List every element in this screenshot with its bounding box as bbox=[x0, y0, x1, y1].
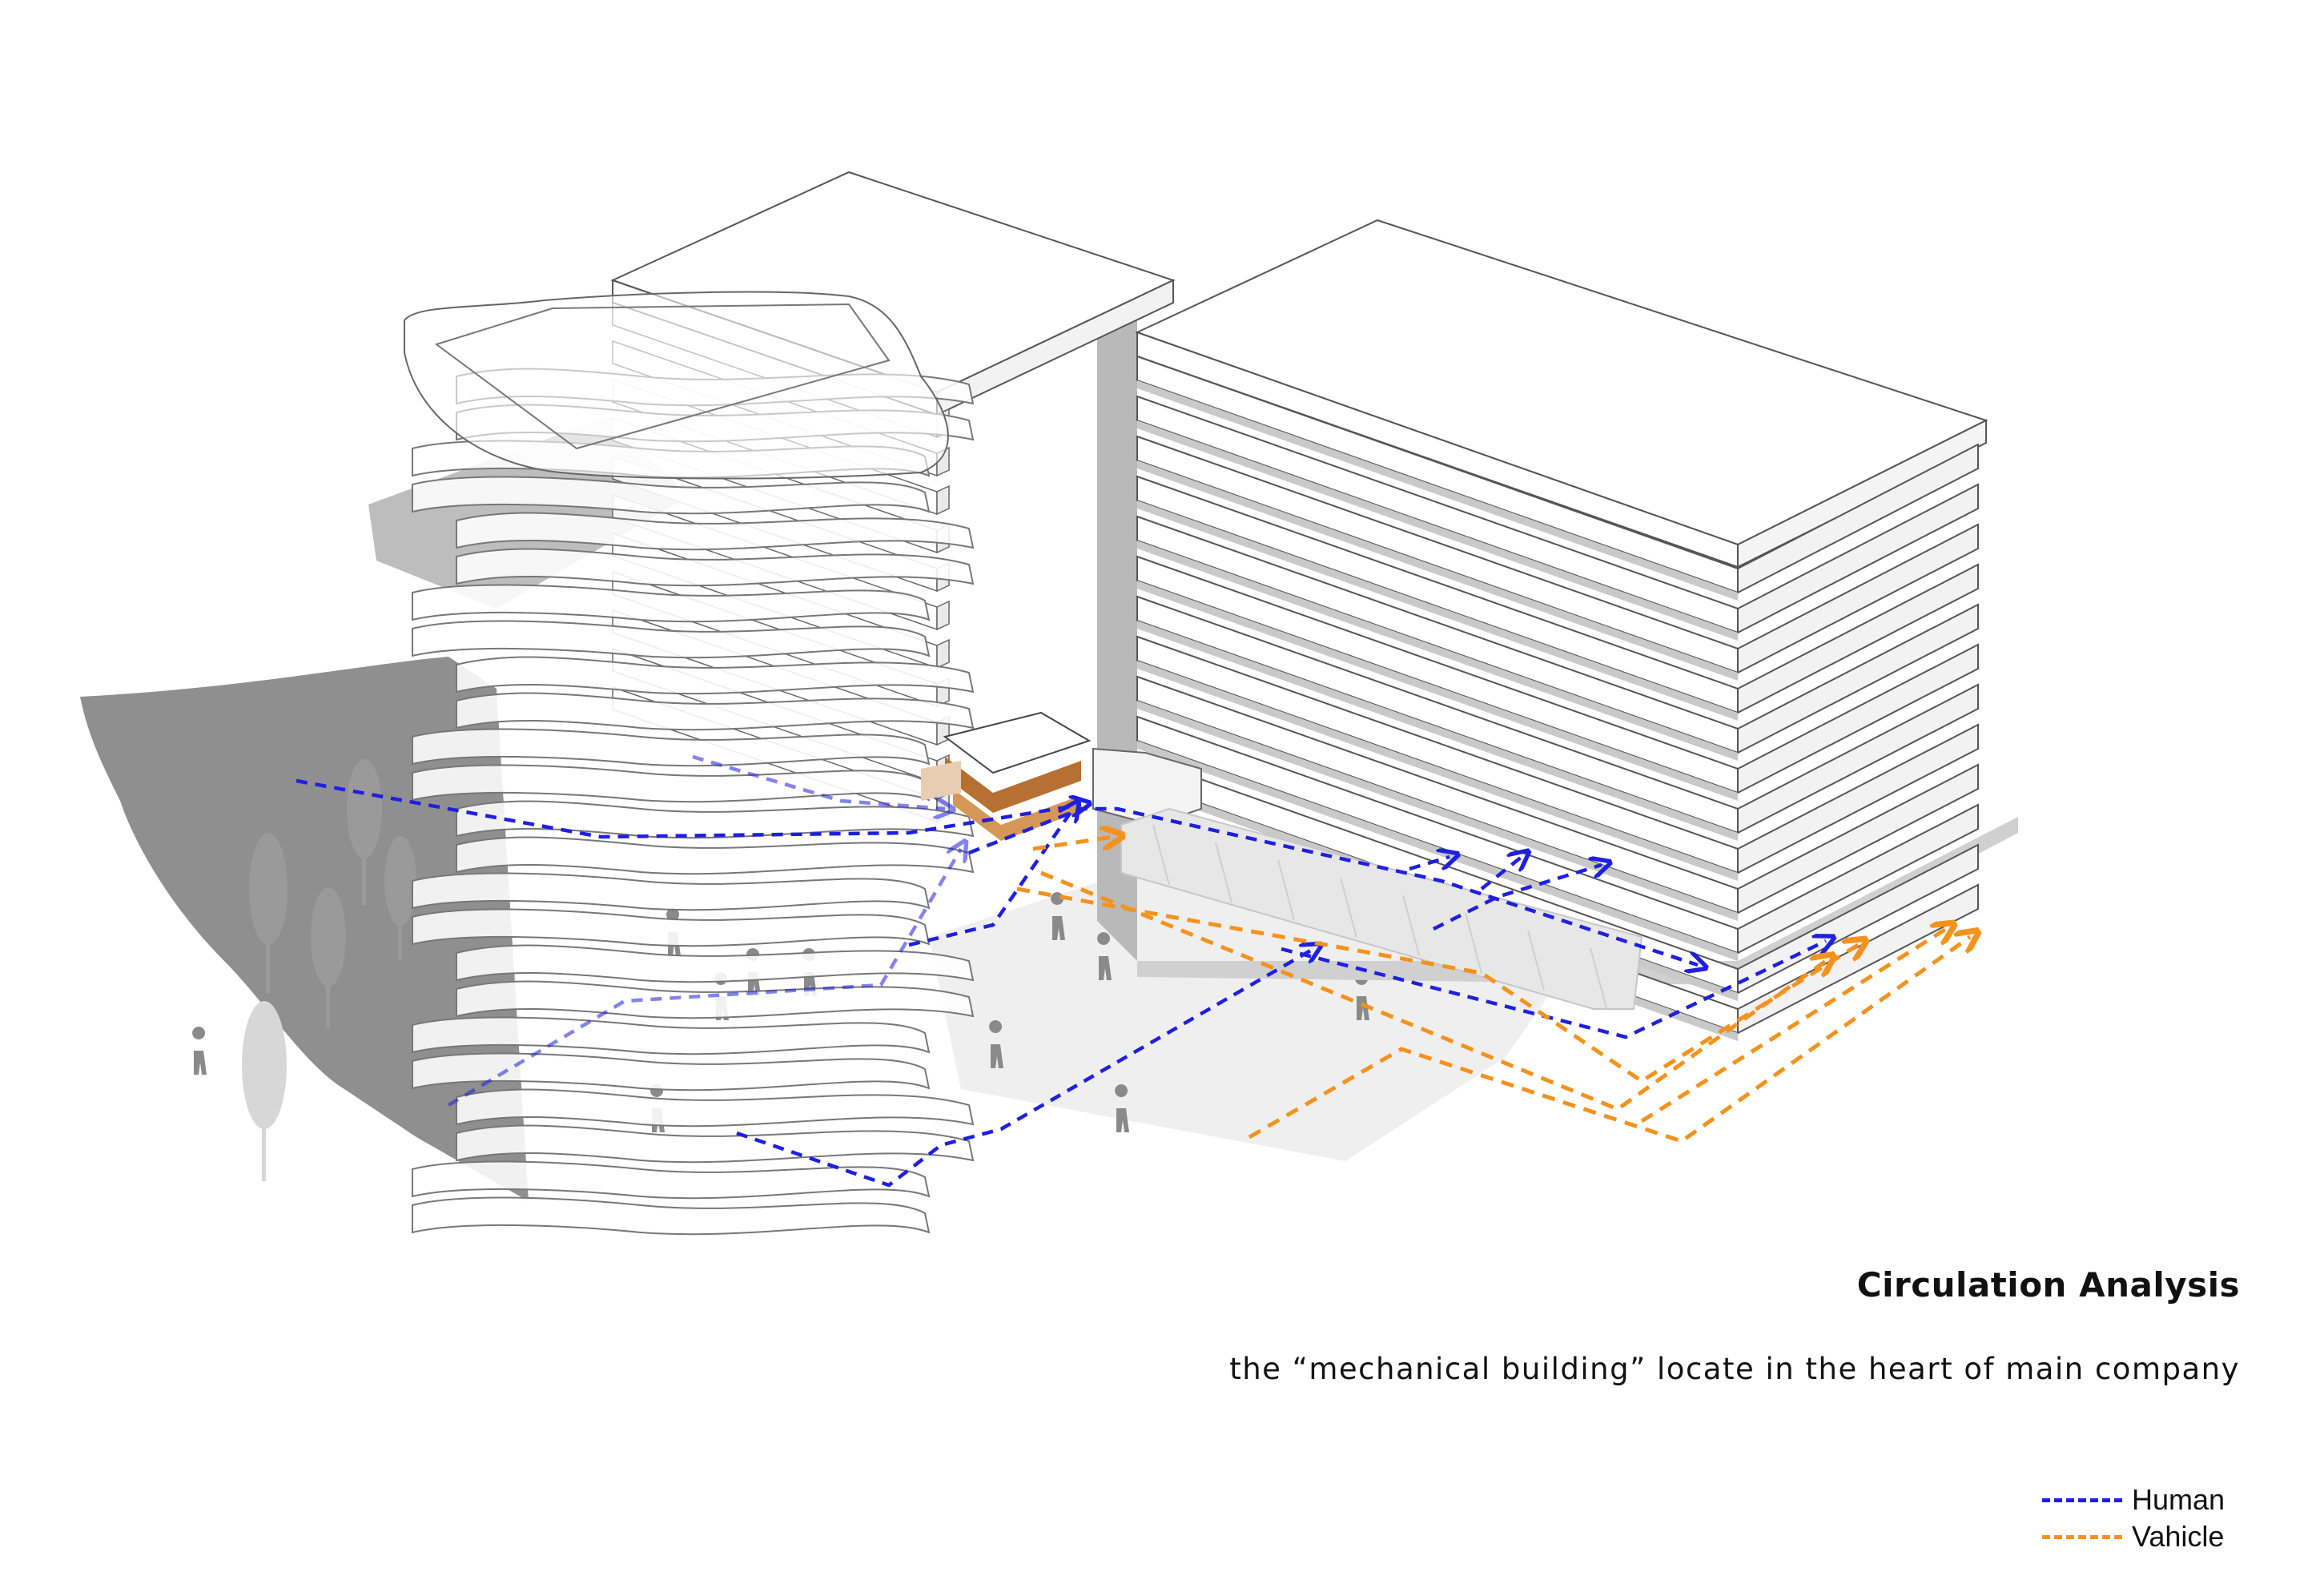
human-circulation-paths bbox=[296, 754, 1826, 1188]
tower-roof bbox=[404, 291, 949, 480]
vehicle-circulation-paths bbox=[1016, 837, 1970, 1144]
curved-mechanical-tower bbox=[404, 291, 975, 1236]
legend-item-vehicle: Vahicle bbox=[2042, 1518, 2298, 1555]
vehicle-path-0 bbox=[1016, 886, 1858, 1083]
vehicle-path-4 bbox=[1640, 929, 1946, 1124]
legend-label-vehicle: Vahicle bbox=[2132, 1520, 2225, 1553]
human-path-0 bbox=[296, 778, 1081, 839]
tree-group bbox=[242, 759, 416, 1181]
legend-item-human: Human bbox=[2042, 1481, 2298, 1518]
vehicle-path-1 bbox=[1032, 837, 1113, 851]
glass-canopy bbox=[1120, 807, 1643, 1010]
human-path-6 bbox=[908, 809, 1073, 947]
human-path-5 bbox=[1432, 865, 1602, 931]
legend-swatch-human bbox=[2042, 1498, 2122, 1502]
mechanical-building bbox=[921, 711, 1202, 841]
diagram-subtitle: the “mechanical building” locate in the … bbox=[1229, 1352, 2240, 1386]
human-path-3 bbox=[1409, 857, 1450, 871]
legend-swatch-vehicle bbox=[2042, 1534, 2122, 1539]
legend: Human Vahicle bbox=[2042, 1481, 2298, 1555]
legend-label-human: Human bbox=[2132, 1483, 2226, 1516]
vehicle-path-3 bbox=[1248, 937, 1970, 1144]
human-path-8 bbox=[1281, 941, 1826, 1039]
diagram-title: Circulation Analysis bbox=[1856, 1265, 2240, 1305]
human-path-2 bbox=[968, 806, 1698, 965]
human-path-9 bbox=[736, 949, 1313, 1188]
tower-floor-plates bbox=[412, 368, 975, 1236]
human-path-4 bbox=[1480, 857, 1522, 890]
human-path-7 bbox=[447, 849, 961, 1107]
human-path-1 bbox=[692, 754, 945, 809]
